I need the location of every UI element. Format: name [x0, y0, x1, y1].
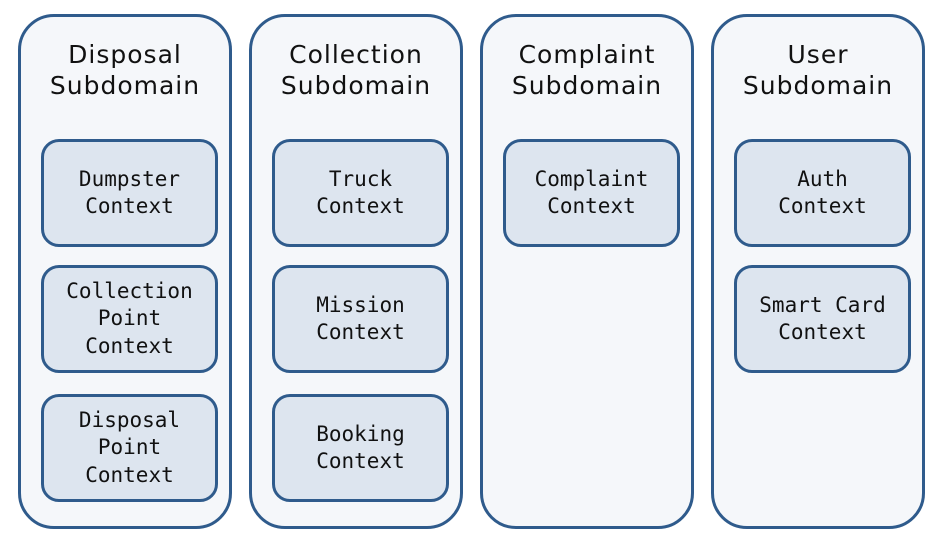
context-collection-point: Collection Point Context: [41, 265, 218, 373]
context-label-line: Point: [97, 306, 162, 331]
subdomain-title-line: Disposal: [68, 40, 182, 69]
context-auth: Auth Context: [734, 139, 911, 247]
subdomain-title-line: User: [787, 40, 849, 69]
subdomain-title-line: Subdomain: [742, 71, 894, 100]
subdomain-title-line: Complaint: [518, 40, 656, 69]
context-disposal-point: Disposal Point Context: [41, 394, 218, 502]
context-label-line: Smart Card: [759, 292, 886, 317]
context-label-line: Context: [778, 194, 867, 218]
context-truck: Truck Context: [272, 139, 449, 247]
context-label-line: Disposal: [78, 407, 181, 432]
context-label-line: Context: [547, 194, 636, 218]
context-mission: Mission Context: [272, 265, 449, 373]
context-label-line: Context: [316, 449, 405, 473]
context-label-line: Dumpster: [78, 166, 181, 191]
subdomain-title-line: Subdomain: [280, 71, 432, 100]
context-booking: Booking Context: [272, 394, 449, 502]
subdomain-disposal: Disposal Subdomain Dumpster Context Coll…: [18, 14, 232, 529]
context-label-line: Mission: [316, 292, 405, 317]
context-label-line: Context: [85, 333, 174, 358]
context-label-line: Auth: [797, 166, 848, 191]
subdomain-complaint: Complaint Subdomain Complaint Context: [480, 14, 694, 529]
context-smart-card: Smart Card Context: [734, 265, 911, 373]
subdomain-user: User Subdomain Auth Context Smart Card C…: [711, 14, 925, 529]
context-label-line: Booking: [316, 421, 405, 446]
context-label-line: Context: [316, 194, 405, 218]
context-label-line: Context: [85, 462, 174, 487]
context-complaint: Complaint Context: [503, 139, 680, 247]
subdomain-collection: Collection Subdomain Truck Context Missi…: [249, 14, 463, 529]
context-label-line: Truck: [328, 166, 393, 191]
context-label-line: Context: [85, 194, 174, 218]
subdomain-title: Collection Subdomain: [252, 39, 460, 101]
context-label-line: Complaint: [534, 166, 649, 191]
subdomain-title: User Subdomain: [714, 39, 922, 101]
context-label-line: Context: [316, 320, 405, 344]
subdomain-title: Disposal Subdomain: [21, 39, 229, 101]
subdomain-title-line: Collection: [289, 40, 423, 69]
context-label-line: Point: [97, 435, 162, 460]
subdomain-title: Complaint Subdomain: [483, 39, 691, 101]
context-label-line: Collection: [66, 278, 193, 303]
subdomain-title-line: Subdomain: [49, 71, 201, 100]
context-label-line: Context: [778, 320, 867, 344]
subdomain-title-line: Subdomain: [511, 71, 663, 100]
context-dumpster: Dumpster Context: [41, 139, 218, 247]
